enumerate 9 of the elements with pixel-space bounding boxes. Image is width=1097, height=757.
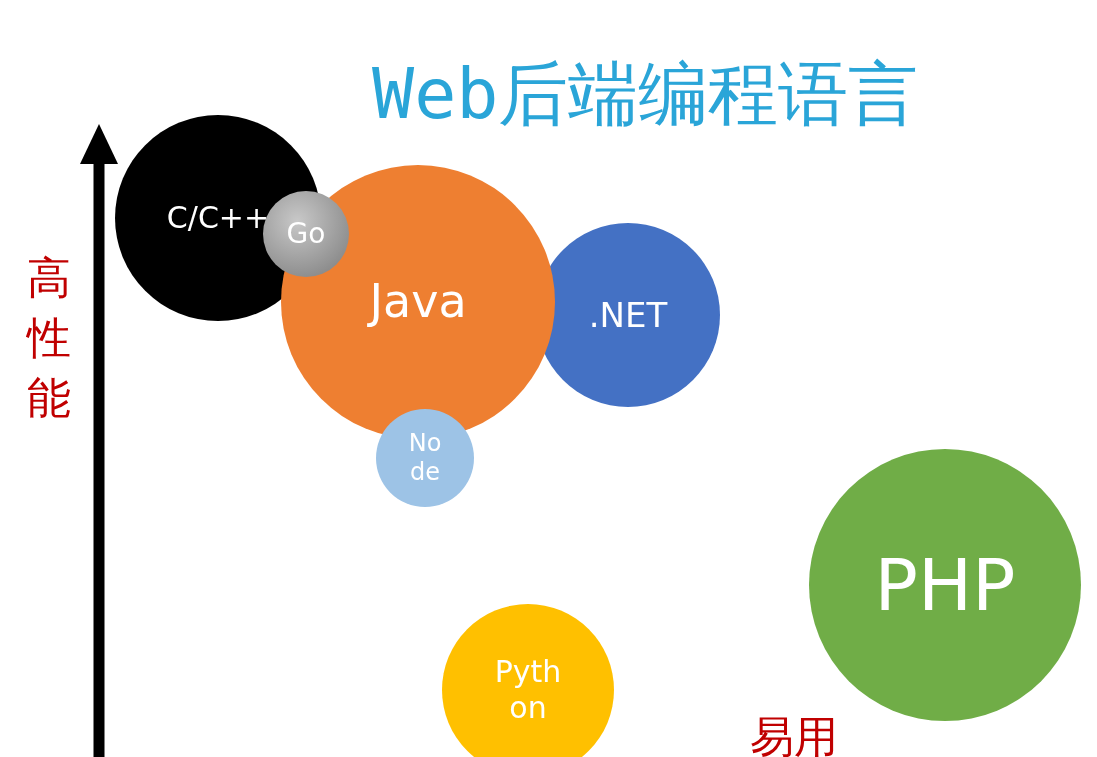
language-label: Go bbox=[286, 217, 326, 251]
language-label: Node bbox=[407, 429, 443, 487]
language-label: .NET bbox=[588, 294, 668, 336]
language-label: Java bbox=[369, 274, 467, 330]
language-label: Python bbox=[493, 654, 563, 726]
language-label: C/C++ bbox=[166, 200, 270, 236]
title: Web后端编程语言 bbox=[372, 52, 919, 137]
language-label: PHP bbox=[874, 541, 1016, 629]
axis-label: 高性能 bbox=[25, 251, 72, 425]
